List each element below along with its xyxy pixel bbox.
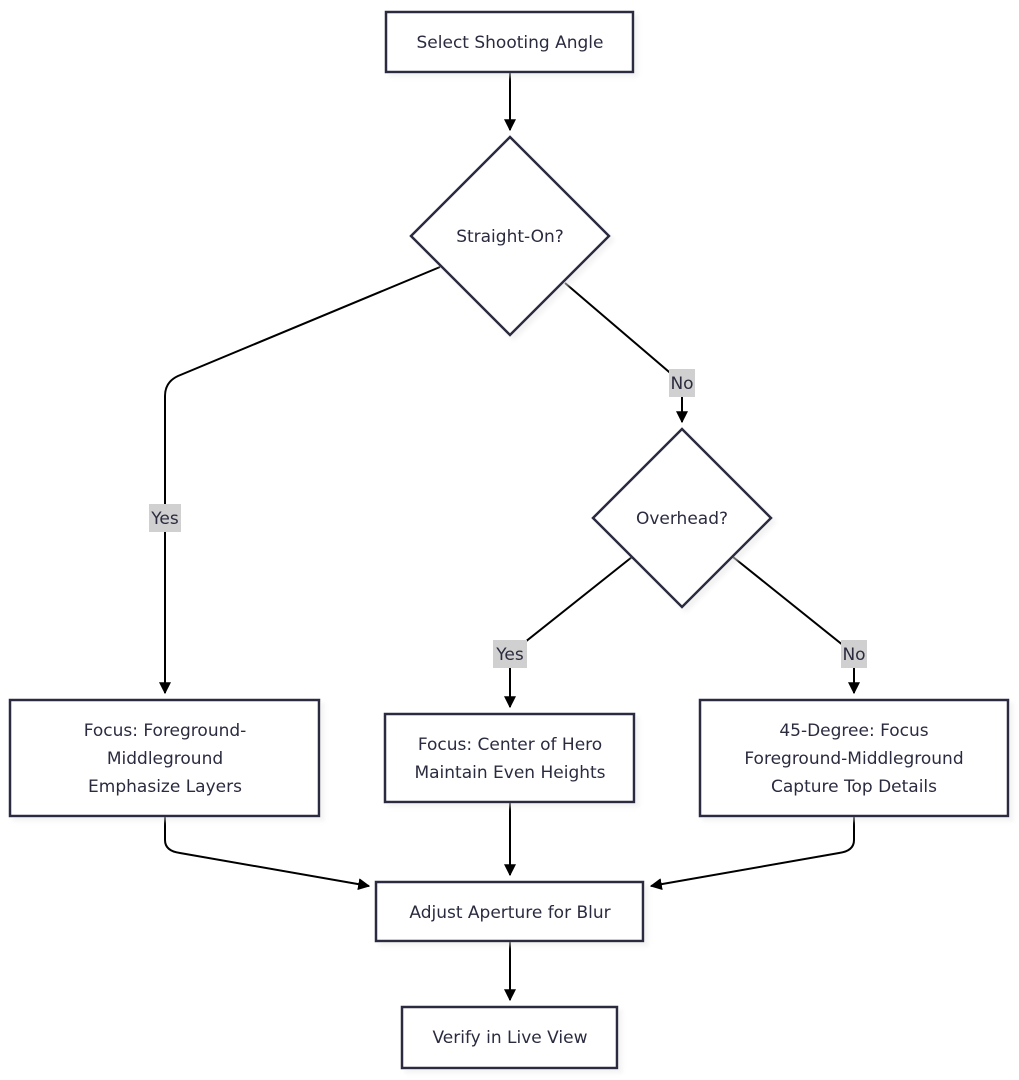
edge-45-to-aperture bbox=[649, 816, 855, 891]
node-focus-center-line-1: Focus: Center of Hero bbox=[418, 735, 602, 755]
decision-overhead-label: Overhead? bbox=[636, 509, 728, 529]
edge-label-overhead-no-text: No bbox=[842, 645, 865, 665]
edge-label-overhead-no: No bbox=[841, 640, 867, 668]
node-adjust-aperture: Adjust Aperture for Blur bbox=[374, 880, 645, 943]
edge-label-overhead-yes-text: Yes bbox=[495, 645, 524, 665]
edge-layers-to-aperture bbox=[164, 816, 371, 891]
decision-straight-on-label: Straight-On? bbox=[456, 227, 564, 247]
node-focus-layers: Focus: Foreground- Middleground Emphasiz… bbox=[8, 698, 321, 818]
edge-straight-yes bbox=[159, 266, 441, 695]
edge-overhead-yes bbox=[504, 556, 633, 709]
node-select-shooting-angle: Select Shooting Angle bbox=[384, 10, 635, 74]
edge-label-straight-yes: Yes bbox=[149, 504, 181, 532]
decision-overhead: Overhead? bbox=[591, 427, 773, 609]
node-select-shooting-angle-label: Select Shooting Angle bbox=[417, 33, 604, 53]
node-adjust-aperture-label: Adjust Aperture for Blur bbox=[409, 903, 610, 923]
node-focus-45-line-2: Foreground-Middleground bbox=[744, 749, 963, 769]
node-focus-center: Focus: Center of Hero Maintain Even Heig… bbox=[383, 712, 636, 804]
node-verify-live-view-label: Verify in Live View bbox=[433, 1028, 588, 1048]
decision-straight-on: Straight-On? bbox=[409, 135, 611, 337]
node-focus-layers-line-2: Middleground bbox=[107, 749, 223, 769]
node-focus-center-line-2: Maintain Even Heights bbox=[414, 763, 605, 783]
node-focus-45-degree: 45-Degree: Focus Foreground-Middleground… bbox=[698, 698, 1010, 818]
edge-overhead-no bbox=[732, 556, 860, 695]
edge-label-straight-yes-text: Yes bbox=[150, 509, 179, 529]
node-focus-45-line-3: Capture Top Details bbox=[771, 777, 937, 797]
node-focus-layers-line-1: Focus: Foreground- bbox=[84, 721, 247, 741]
edge-label-straight-no-text: No bbox=[670, 374, 693, 394]
edge-label-straight-no: No bbox=[669, 369, 695, 397]
node-verify-live-view: Verify in Live View bbox=[400, 1005, 619, 1070]
node-focus-layers-line-3: Emphasize Layers bbox=[88, 777, 242, 797]
edge-label-overhead-yes: Yes bbox=[493, 640, 527, 668]
edge-straight-no bbox=[564, 282, 688, 424]
node-focus-45-line-1: 45-Degree: Focus bbox=[779, 721, 928, 741]
